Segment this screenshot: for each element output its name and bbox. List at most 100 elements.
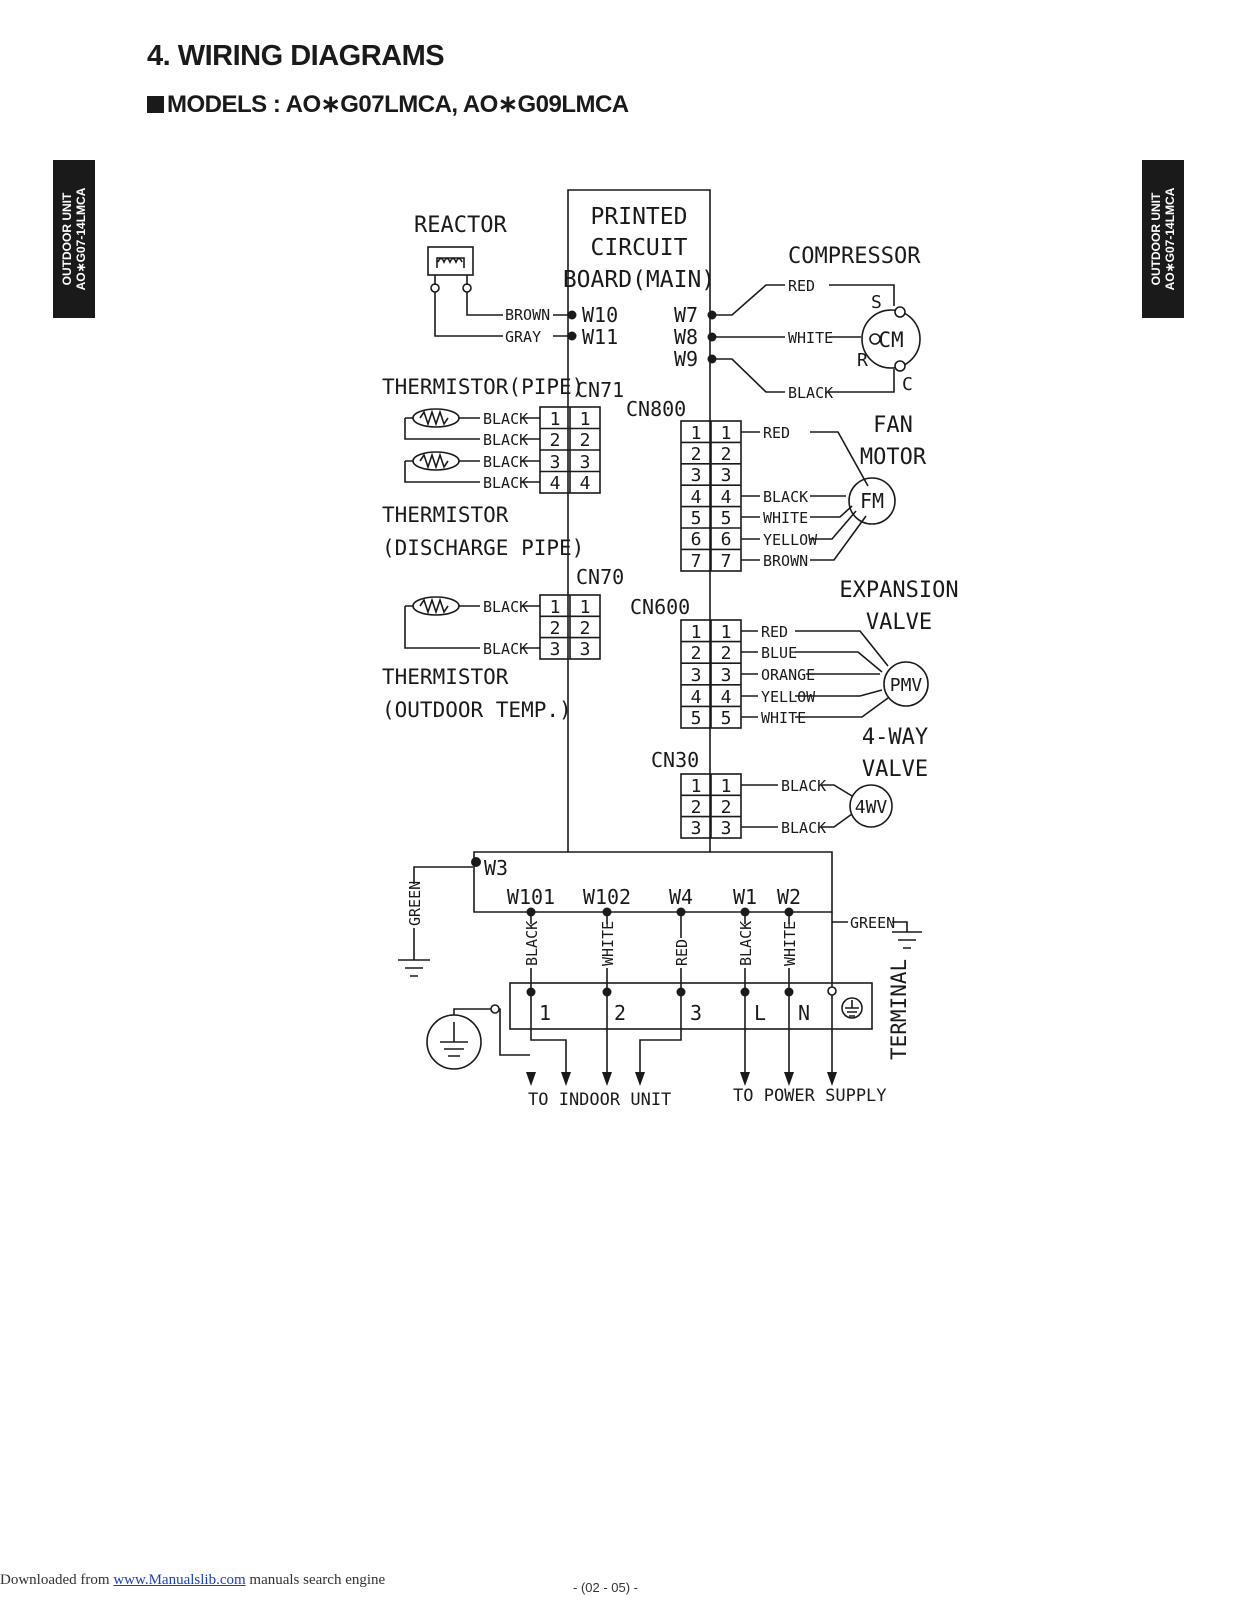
cn70-pin-1b: 1 (580, 597, 591, 618)
cn71-label: CN71 (576, 378, 624, 402)
compressor-wire-black (710, 358, 785, 393)
compressor-wire-white-label: WHITE (788, 329, 833, 347)
terminal-label: TERMINAL (887, 959, 911, 1060)
four-way-valve-label-1: 4-WAY (862, 725, 928, 750)
cn600-pin-3b: 3 (721, 665, 732, 686)
terminal-pin-1: 1 (539, 1001, 551, 1025)
to-power-supply-label: TO POWER SUPPLY (733, 1086, 887, 1106)
reactor-wire-gray-label: GRAY (505, 328, 541, 346)
cn71-wire-2-label: BLACK (483, 431, 528, 449)
terminal-w101: W101 (507, 885, 555, 909)
footer-suffix: manuals search engine (245, 1572, 386, 1588)
cn30-pin-3a: 3 (691, 818, 702, 839)
reactor-wire-brown (466, 292, 503, 316)
to-power-arrows (744, 992, 833, 1080)
four-way-valve-wires (822, 784, 853, 828)
cn800-pin-7b: 7 (721, 551, 732, 572)
terminal-w2: W2 (777, 885, 801, 909)
terminal-w8: W8 (674, 325, 698, 349)
cn70-pin-1a: 1 (550, 597, 561, 618)
cn71-pin-1a: 1 (550, 409, 561, 430)
compressor-pin-r: R (857, 350, 868, 371)
cn600-wire-yellow: YELLOW (761, 688, 816, 706)
models-text: MODELS : AO∗G07LMCA, AO∗G09LMCA (167, 91, 629, 118)
reactor-wire-gray (434, 292, 503, 337)
compressor-pin-c: C (902, 374, 913, 395)
cn800-pin-5b: 5 (721, 508, 732, 529)
bottom-wire-white-1: WHITE (599, 921, 617, 966)
cn600-pin-1b: 1 (721, 622, 732, 643)
four-way-valve-symbol-label: 4WV (855, 797, 888, 818)
cn600-wire-white: WHITE (761, 709, 806, 727)
cn71-pin-2a: 2 (550, 430, 561, 451)
cn800-wire-yellow: YELLOW (763, 531, 818, 549)
cn800-pin-4a: 4 (691, 487, 702, 508)
terminal-w9: W9 (674, 347, 698, 371)
cn70-pin-3b: 3 (580, 639, 591, 660)
cn71-pin-4b: 4 (580, 473, 591, 494)
expansion-valve-wires (795, 630, 889, 718)
terminal-green-label: GREEN (850, 914, 895, 932)
terminal-w11: W11 (582, 325, 618, 349)
cn600-pin-1a: 1 (691, 622, 702, 643)
square-bullet-icon (147, 96, 164, 113)
cn800-pin-6b: 6 (721, 529, 732, 550)
footer: Downloaded from www.Manualslib.com manua… (0, 1572, 385, 1589)
pcb-label-1: PRINTED (591, 204, 688, 230)
compressor-label: COMPRESSOR (788, 244, 921, 269)
cn70-pin-3a: 3 (550, 639, 561, 660)
terminal-w1: W1 (733, 885, 757, 909)
fan-motor-symbol-label: FM (860, 489, 884, 513)
terminal-w7: W7 (674, 303, 698, 327)
models-heading: MODELS : AO∗G07LMCA, AO∗G09LMCA (147, 90, 629, 119)
thermistor-outdoor-label-1: THERMISTOR (382, 665, 509, 689)
thermistor-pipe-label: THERMISTOR(PIPE) (382, 375, 584, 399)
terminal-w3: W3 (484, 856, 508, 880)
cn800-pin-5a: 5 (691, 508, 702, 529)
bottom-wire-red: RED (673, 939, 691, 966)
reactor-wire-brown-label: BROWN (505, 306, 550, 324)
terminal-w10: W10 (582, 303, 618, 327)
cn800-pin-4b: 4 (721, 487, 732, 508)
cn71-wire-1-label: BLACK (483, 410, 528, 428)
reactor-box (427, 246, 474, 276)
to-indoor-unit-label: TO INDOOR UNIT (528, 1090, 671, 1110)
cn800-pin-2a: 2 (691, 444, 702, 465)
bottom-wire-black-1: BLACK (523, 921, 541, 966)
terminal-pin-2: 2 (614, 1001, 626, 1025)
cn30-label: CN30 (651, 748, 699, 772)
compressor-symbol (861, 309, 921, 369)
expansion-valve-symbol-label: PMV (890, 675, 923, 696)
cn70-pin-2b: 2 (580, 618, 591, 639)
page-title: 4. WIRING DIAGRAMS (147, 40, 445, 72)
ground-wire-label: GREEN (406, 881, 424, 926)
cn600-pin-4b: 4 (721, 687, 732, 708)
compressor-wire-red (710, 284, 785, 316)
cn600-pin-5b: 5 (721, 708, 732, 729)
cn30-wire-2-label: BLACK (781, 819, 826, 837)
cn600-pin-4a: 4 (691, 687, 702, 708)
cn70-wire-2-label: BLACK (483, 640, 528, 658)
cn800-label: CN800 (626, 397, 686, 421)
cn800-wire-white: WHITE (763, 509, 808, 527)
terminal-block (509, 982, 873, 1030)
terminal-pin-3: 3 (690, 1001, 702, 1025)
cn71-pin-1b: 1 (580, 409, 591, 430)
cn600-pin-2b: 2 (721, 643, 732, 664)
fan-motor-symbol (848, 477, 896, 525)
terminal-pin-l: L (754, 1001, 766, 1025)
cn30-pin-3b: 3 (721, 818, 732, 839)
bottom-wire-white-2: WHITE (781, 921, 799, 966)
four-way-valve-symbol (849, 784, 893, 828)
ground-wire (413, 866, 473, 960)
cn800-pin-6a: 6 (691, 529, 702, 550)
fan-motor-label-1: FAN (873, 413, 913, 438)
pcb-label-3: BOARD(MAIN) (563, 267, 715, 293)
reactor-coil (436, 257, 465, 268)
footer-prefix: Downloaded from (0, 1572, 114, 1588)
thermistor-discharge-label-2: (DISCHARGE PIPE) (382, 536, 584, 560)
manualslib-link[interactable]: www.Manualslib.com (113, 1572, 246, 1588)
